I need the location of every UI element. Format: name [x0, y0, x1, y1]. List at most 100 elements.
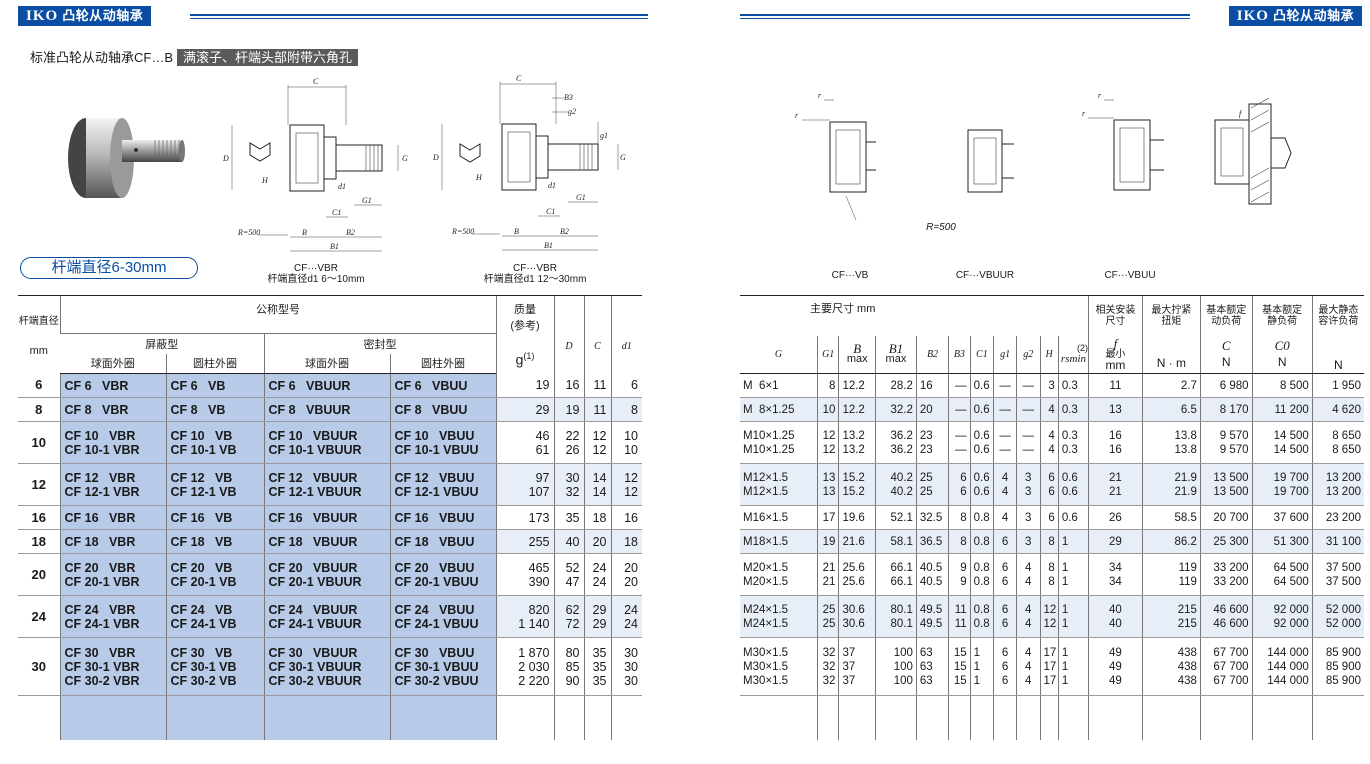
model-cylindrical-sealed: CF 12 VBUU CF 12-1 VBUU	[389, 463, 496, 506]
cell-b: 25.6 25.6	[838, 553, 876, 596]
cell-g1: 6 6	[993, 595, 1017, 638]
drawing-caption-1: CF···VBR 杆端直径d1 6～10mm	[256, 263, 376, 285]
cell-b1: 58.1	[875, 529, 917, 554]
dim-label-b2: B2	[346, 228, 355, 237]
cell-h: 6 6	[1039, 463, 1059, 506]
filler-cell	[59, 695, 166, 740]
hdr-main-dims: 主要尺寸 mm	[740, 295, 1089, 336]
model-crowned-sealed: CF 8 VBUUR	[263, 397, 390, 422]
filler-cell	[1057, 695, 1089, 740]
cell-d: 40	[553, 529, 584, 554]
model-crowned-shielded: CF 10 VBR CF 10-1 VBR	[59, 421, 166, 464]
cell-b3: 9 9	[948, 553, 971, 596]
filler-cell	[1088, 695, 1143, 740]
table-filler-row	[18, 695, 642, 740]
cell-t: 2.7	[1141, 373, 1201, 398]
hdr-g2-small: g2	[1015, 335, 1041, 374]
dim-label-d: D	[432, 153, 439, 162]
cell-g1: 32 32 32	[816, 637, 839, 696]
model-crowned-sealed: CF 20 VBUUR CF 20-1 VBUUR	[263, 553, 390, 596]
drawing-cf-vbr-small: C D H G d1 C1 G1 B B2 B1 R=500	[222, 77, 408, 252]
cell-g: M30×1.5 M30×1.5 M30×1.5	[740, 637, 818, 696]
cell-mass: 46 61	[495, 421, 554, 464]
cell-c1: 0.8	[969, 505, 994, 530]
dim-label-h: H	[475, 173, 483, 182]
cell-c: 13 500 13 500	[1199, 463, 1253, 506]
cell-g2: 3 3	[1015, 463, 1041, 506]
cell-b: 30.6 30.6	[838, 595, 876, 638]
cell-b1: 80.1 80.1	[875, 595, 917, 638]
dim-label-c: C	[313, 77, 319, 86]
cell-rs: 0.3	[1057, 373, 1089, 398]
hdr-rs: (2)rsmin	[1057, 335, 1089, 374]
cell-c: 11	[583, 373, 611, 398]
cell-c: 35 35 35	[583, 637, 611, 696]
filler-cell	[1251, 695, 1313, 740]
subtitle-main: 标准凸轮从动轴承CF…B	[30, 50, 174, 65]
cell-g2: 4 4	[1015, 595, 1041, 638]
cell-c0: 37 600	[1251, 505, 1313, 530]
cell-f: 16 16	[1088, 421, 1143, 464]
caption-name: CF···VBR	[294, 263, 338, 274]
model-cylindrical-shielded: CF 16 VB	[165, 505, 264, 530]
cell-c: 9 570 9 570	[1199, 421, 1253, 464]
cell-g1: 13 13	[816, 463, 839, 506]
filler-cell	[915, 695, 949, 740]
filler-cell	[838, 695, 876, 740]
dim-label-b3: B3	[564, 93, 573, 102]
cell-cmax: 85 900 85 900 85 900	[1311, 637, 1364, 696]
cell-g1: 10	[816, 397, 839, 422]
filler-cell	[948, 695, 971, 740]
model-cylindrical-shielded: CF 12 VB CF 12-1 VB	[165, 463, 264, 506]
cell-mass: 1 870 2 030 2 220	[495, 637, 554, 696]
brand-logo: IKO	[1236, 8, 1269, 24]
cell-g1: —	[993, 397, 1017, 422]
filler-cell	[165, 695, 264, 740]
dim-label-b2: B2	[560, 227, 569, 236]
cell-g1: 12 12	[816, 421, 839, 464]
cell-c1: 0.8 0.8	[969, 553, 994, 596]
hdr-g1: G1	[816, 335, 839, 374]
model-cylindrical-sealed: CF 30 VBUU CF 30-1 VBUU CF 30-2 VBUU	[389, 637, 496, 696]
cell-b2: 36.5	[915, 529, 949, 554]
cell-g: M12×1.5 M12×1.5	[740, 463, 818, 506]
cell-b2: 63 63 63	[915, 637, 949, 696]
cell-h: 4 4	[1039, 421, 1059, 464]
dim-label-f: f	[1239, 109, 1243, 118]
table-filler-row	[740, 695, 1364, 740]
cell-b: 15.2 15.2	[838, 463, 876, 506]
cell-c1: 1 1 1	[969, 637, 994, 696]
cell-c1: 0.6 0.6	[969, 421, 994, 464]
cell-g1: 8	[816, 373, 839, 398]
cell-g2: —	[1015, 397, 1041, 422]
cell-c0: 51 300	[1251, 529, 1313, 554]
dimension-table: 主要尺寸 mm 相关安装 尺寸 最大拧紧 扭矩 基本额定 动负荷 基本额定 静负…	[740, 295, 1364, 740]
dim-label-d: D	[222, 154, 229, 163]
model-cylindrical-shielded: CF 10 VB CF 10-1 VB	[165, 421, 264, 464]
cell-c: 24 24	[583, 553, 611, 596]
cell-b: 13.2 13.2	[838, 421, 876, 464]
cell-g: M24×1.5 M24×1.5	[740, 595, 818, 638]
hdr-crowned: 球面外圈	[60, 353, 166, 374]
cell-d: 16	[553, 373, 584, 398]
model-crowned-shielded: CF 24 VBR CF 24-1 VBR	[59, 595, 166, 638]
row-size: 18	[18, 529, 60, 554]
cell-c1: 0.6	[969, 373, 994, 398]
cell-cmax: 37 500 37 500	[1311, 553, 1364, 596]
cell-d1: 16	[610, 505, 642, 530]
filler-cell	[875, 695, 917, 740]
hdr-stat: 基本额定 静负荷	[1251, 295, 1313, 336]
cell-h: 3	[1039, 373, 1059, 398]
hdr-c: C	[583, 295, 611, 374]
cell-g1: 6	[993, 529, 1017, 554]
header-rule	[190, 14, 648, 19]
hdr-cylindrical: 圆柱外圈	[165, 353, 264, 374]
model-cylindrical-shielded: CF 18 VB	[165, 529, 264, 554]
